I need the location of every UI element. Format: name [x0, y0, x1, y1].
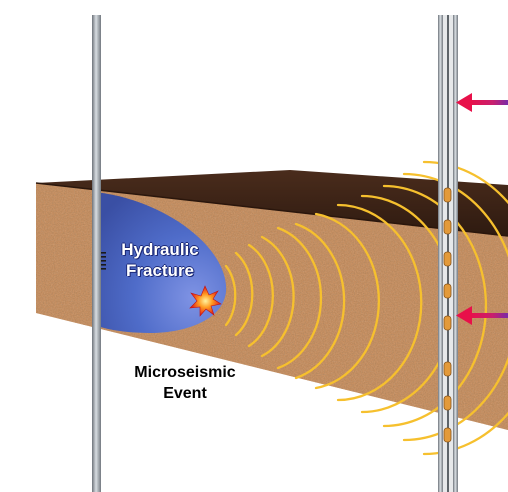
microseismic-event-label: Microseismic Event [118, 362, 252, 404]
hydraulic-fracture-label: Hydraulic Fracture [112, 239, 208, 281]
perforation-marks-icon [101, 252, 106, 270]
monitoring-well [438, 15, 458, 492]
injection-arrow-icon-lower [456, 306, 508, 325]
fracture-label-line1: Hydraulic [121, 240, 199, 259]
microseismic-event-starburst-icon [189, 285, 222, 317]
hydraulic-fracture-zone [95, 192, 227, 333]
geophone-receiver-icon [443, 187, 452, 443]
treatment-well [92, 15, 106, 492]
injection-arrow-icon [456, 93, 508, 112]
event-label-line1: Microseismic [134, 364, 236, 381]
event-label-line2: Event [163, 385, 207, 402]
fracture-label-line2: Fracture [125, 261, 195, 280]
